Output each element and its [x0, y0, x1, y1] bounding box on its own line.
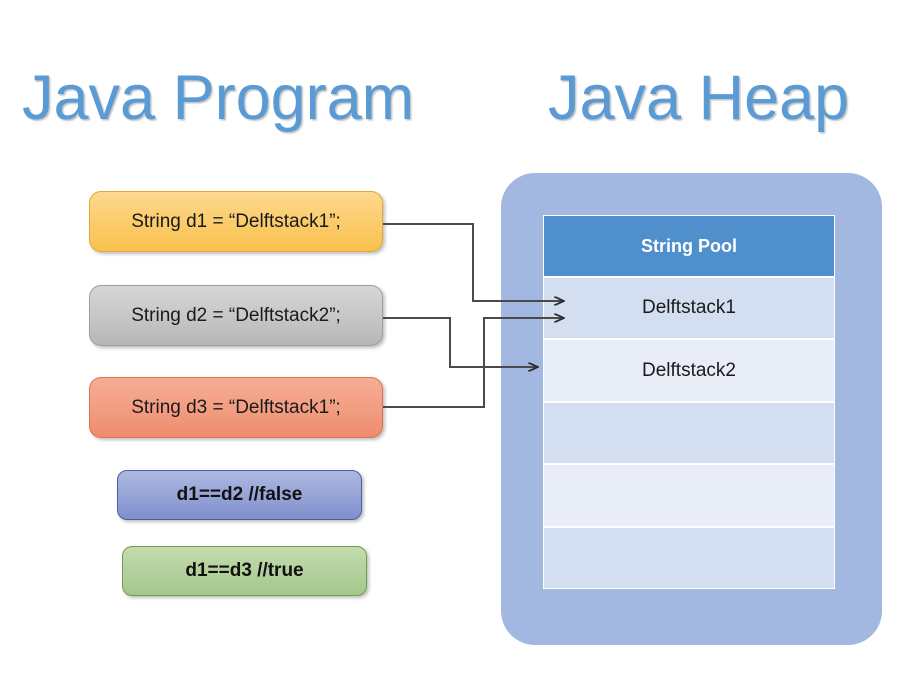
string-pool-row-2: Delftstack2: [544, 338, 834, 401]
statement-box-d3: String d3 = “Delftstack1”;: [89, 377, 383, 438]
string-pool-row-1: Delftstack1: [544, 276, 834, 339]
comparison-box-d1-d3: d1==d3 //true: [122, 546, 367, 596]
page-title-java-program: Java Program: [22, 63, 415, 133]
comparison-box-d1-d2: d1==d2 //false: [117, 470, 362, 520]
string-pool-row-3: [544, 400, 834, 464]
string-pool-table: String Pool Delftstack1 Delftstack2: [543, 215, 835, 589]
string-pool-header: String Pool: [544, 216, 834, 276]
string-pool-row-5: [544, 525, 834, 589]
statement-box-d1: String d1 = “Delftstack1”;: [89, 191, 383, 252]
string-pool-row-4: [544, 463, 834, 526]
page-title-java-heap: Java Heap: [548, 63, 850, 133]
statement-box-d2: String d2 = “Delftstack2”;: [89, 285, 383, 346]
